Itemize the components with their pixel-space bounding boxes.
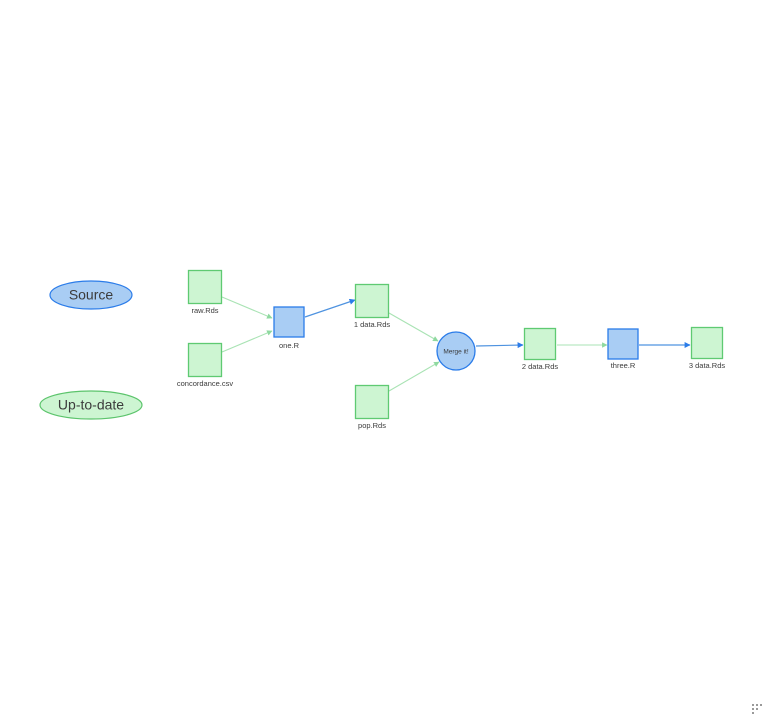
node-label: raw.Rds xyxy=(191,306,218,315)
legend-source-label: Source xyxy=(69,287,114,303)
node-label: pop.Rds xyxy=(358,421,386,430)
legend-item-uptodate[interactable]: Up-to-date xyxy=(39,390,143,420)
edge-line xyxy=(388,312,439,342)
edge-line xyxy=(475,342,524,349)
legend-uptodate-ellipse xyxy=(39,390,143,420)
edge-line xyxy=(221,296,273,319)
node-label: concordance.csv xyxy=(177,379,234,388)
node-data2[interactable]: 2 data.Rds xyxy=(522,327,559,372)
node-one[interactable]: one.R xyxy=(273,306,305,350)
node-label: 3 data.Rds xyxy=(689,361,726,370)
node-layer[interactable]: raw.Rds concordance.csv one.R 1 data.Rds pop… xyxy=(177,269,726,431)
node-shape-square xyxy=(607,328,639,360)
resize-grip-handle[interactable] xyxy=(749,701,762,714)
edge-concordance-to-one xyxy=(221,330,273,353)
node-shape-square xyxy=(187,269,223,305)
edge-layer xyxy=(221,296,691,392)
node-data1[interactable]: 1 data.Rds xyxy=(354,283,391,330)
node-label: one.R xyxy=(279,341,300,350)
node-shape-square xyxy=(690,326,724,360)
node-shape-square xyxy=(354,283,390,319)
node-shape-square xyxy=(523,327,557,361)
node-concordance[interactable]: concordance.csv xyxy=(177,342,234,389)
node-label: 2 data.Rds xyxy=(522,362,559,371)
grip-dot xyxy=(760,704,762,706)
node-raw[interactable]: raw.Rds xyxy=(187,269,223,316)
node-three[interactable]: three.R xyxy=(607,328,639,370)
node-shape-circle xyxy=(436,331,476,371)
node-pop[interactable]: pop.Rds xyxy=(354,384,390,431)
legend-item-source[interactable]: Source xyxy=(49,280,133,310)
edge-data1-to-merge xyxy=(388,312,439,342)
legend-source-ellipse xyxy=(49,280,133,310)
node-shape-square xyxy=(273,306,305,338)
legend-layer: Source Up-to-date xyxy=(39,280,143,420)
edge-line xyxy=(221,330,273,353)
grip-dot xyxy=(752,704,754,706)
edge-line xyxy=(388,361,440,392)
node-inner-label: Merge it! xyxy=(443,349,468,356)
grip-dot xyxy=(756,708,758,710)
node-shape-square xyxy=(187,342,223,378)
node-label: three.R xyxy=(611,361,636,370)
grip-dot xyxy=(752,712,754,714)
grip-dot xyxy=(752,708,754,710)
node-label: 1 data.Rds xyxy=(354,320,391,329)
edge-line xyxy=(304,298,356,318)
grip-dot xyxy=(756,704,758,706)
node-shape-square xyxy=(354,384,390,420)
edge-pop-to-merge xyxy=(388,361,440,392)
node-data3[interactable]: 3 data.Rds xyxy=(689,326,726,371)
node-merge[interactable]: Merge it! xyxy=(436,331,476,371)
edge-raw-to-one xyxy=(221,296,273,319)
edge-one-to-data1 xyxy=(304,298,356,318)
edge-merge-to-data2 xyxy=(475,342,524,349)
legend-uptodate-label: Up-to-date xyxy=(58,397,124,413)
